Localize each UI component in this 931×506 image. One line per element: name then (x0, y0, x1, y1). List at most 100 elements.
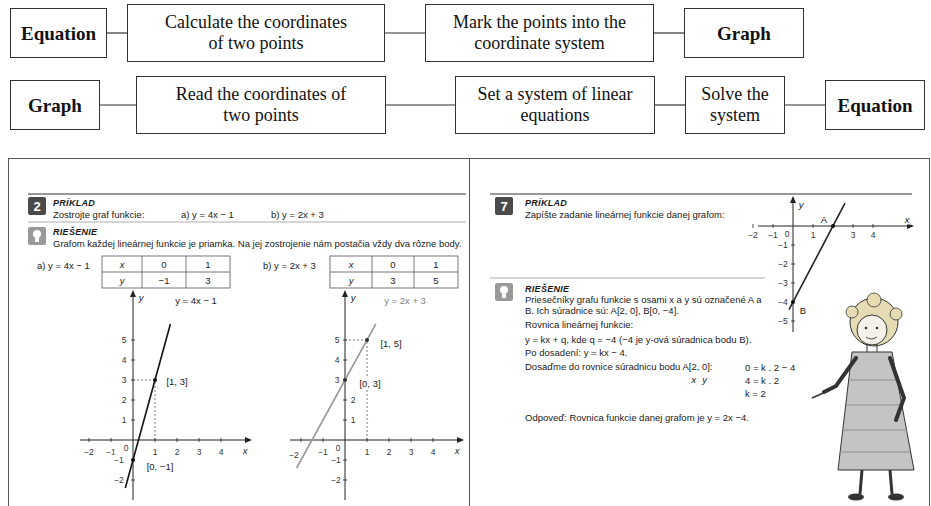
axis (80, 292, 250, 500)
terminal-box: Graph (684, 8, 804, 58)
tick-label: −2 (747, 230, 759, 241)
graph-label: x (119, 259, 126, 270)
process-box: Solve the system (685, 76, 785, 134)
tick-label: 4 (334, 355, 341, 366)
panel-text: a) y = 4x − 1 (181, 209, 234, 220)
tick-label: −5 (777, 316, 789, 327)
tick-label: 4 (430, 447, 437, 458)
rule-line (490, 193, 912, 194)
tick-label: −1 (330, 455, 342, 466)
graph-label: [0, 3] (358, 378, 381, 389)
tick-label: 3 (850, 230, 857, 241)
graph-label: x (690, 374, 697, 385)
pointer-stick (812, 390, 830, 398)
process-box: Read the coordinates of two points (136, 76, 386, 134)
graph-label: 5 (432, 275, 439, 286)
tick-label: −1 (777, 240, 789, 251)
rule-line (28, 193, 466, 194)
panel-text: 4 = k . 2 (745, 375, 779, 386)
graph-label: x (242, 445, 249, 456)
graph-label: 0 (389, 259, 396, 270)
tick-label: 3 (196, 447, 203, 458)
box-label: Calculate the coordinates of two points (148, 9, 364, 57)
tick-label: −2 (83, 447, 95, 458)
tick-label: 5 (334, 335, 341, 346)
box-label: Graph (20, 92, 90, 119)
axis-arrow (790, 196, 796, 203)
arm (824, 358, 856, 392)
rule-line (28, 222, 466, 223)
tick-label: 4 (870, 230, 877, 241)
graph-label: 3 (204, 275, 211, 286)
point (343, 378, 347, 382)
process-box: Mark the points into the coordinate syst… (425, 4, 654, 62)
graph-label: 1 (432, 259, 439, 270)
graph-label: y = 2x + 3 (383, 295, 427, 306)
connector-line (385, 32, 425, 33)
terminal-box: Equation (825, 80, 925, 130)
tick-label: −2 (777, 259, 789, 270)
point (831, 224, 835, 228)
example-number: 7 (499, 201, 508, 212)
graph-label: y (119, 275, 126, 286)
example-panel: PRÍKLADZapíšte zadanie lineárnej funkcie… (470, 158, 930, 506)
point (365, 338, 369, 342)
process-box: Set a system of linear equations (455, 76, 655, 134)
axis-arrow (342, 290, 348, 297)
box-label: Solve the system (686, 81, 784, 129)
tick-label: 0 (123, 443, 130, 454)
function-line (297, 324, 376, 468)
tick-label: −1 (317, 447, 329, 458)
shoe (848, 494, 864, 501)
box-label: Equation (13, 20, 104, 47)
shoe (888, 494, 904, 501)
axis-ticks (89, 340, 221, 480)
panel-text: Po dosadení: y = kx − 4. (525, 347, 627, 358)
tick-label: 4 (218, 447, 225, 458)
panel-text: a) y = 4x − 1 (37, 260, 90, 271)
graph-label: 0 (160, 259, 167, 270)
tick-label: 0 (784, 229, 791, 240)
value-table (330, 256, 458, 288)
panel-text: Priesečníky grafu funkcie s osami x a y … (525, 294, 765, 316)
axis-arrow (130, 290, 136, 297)
bulb-symbol (33, 230, 41, 238)
terminal-box: Graph (10, 80, 100, 130)
panel-text: Grafom každej lineárnej funkcie je priam… (53, 238, 463, 249)
section-heading: RIEŠENIE (53, 227, 97, 238)
hair-curl (890, 308, 902, 320)
graph-label: y (798, 199, 805, 210)
graph-label: y (138, 292, 145, 303)
graph-label: y (701, 374, 708, 385)
tick-label: 3 (121, 375, 128, 386)
graph-label: y (350, 292, 357, 303)
value-table (102, 256, 230, 288)
point (153, 378, 157, 382)
graph-label: [1, 5] (379, 338, 402, 349)
solution-icon (28, 227, 46, 245)
panel-text: k = 2 (745, 388, 766, 399)
arm (890, 358, 904, 420)
connector-line (107, 32, 127, 33)
connector-line (100, 104, 136, 105)
tick-label: 3 (334, 375, 341, 386)
graph-label: x (904, 214, 911, 225)
graph-label: −1 (158, 275, 171, 286)
mouth (866, 337, 877, 339)
section-heading: PRÍKLAD (53, 198, 95, 209)
hair-curl (867, 293, 881, 307)
panel-text: b) y = 2x + 3 (271, 209, 324, 220)
axis (290, 292, 462, 500)
panel-text: Odpoveď: Rovnica funkcie danej grafom je… (525, 412, 805, 423)
box-label: Mark the points into the coordinate syst… (426, 9, 653, 57)
tick-label: 3 (408, 447, 415, 458)
panel-text: Zapíšte zadanie lineárnej funkcie danej … (525, 209, 755, 220)
terminal-box: Equation (10, 8, 107, 58)
point (791, 300, 795, 304)
section-heading: RIEŠENIE (525, 284, 569, 295)
connector-line (655, 104, 685, 105)
guide-line (345, 340, 367, 440)
tick-label: −2 (113, 475, 125, 486)
section-heading: PRÍKLAD (525, 198, 567, 209)
box-label: Graph (709, 20, 779, 47)
